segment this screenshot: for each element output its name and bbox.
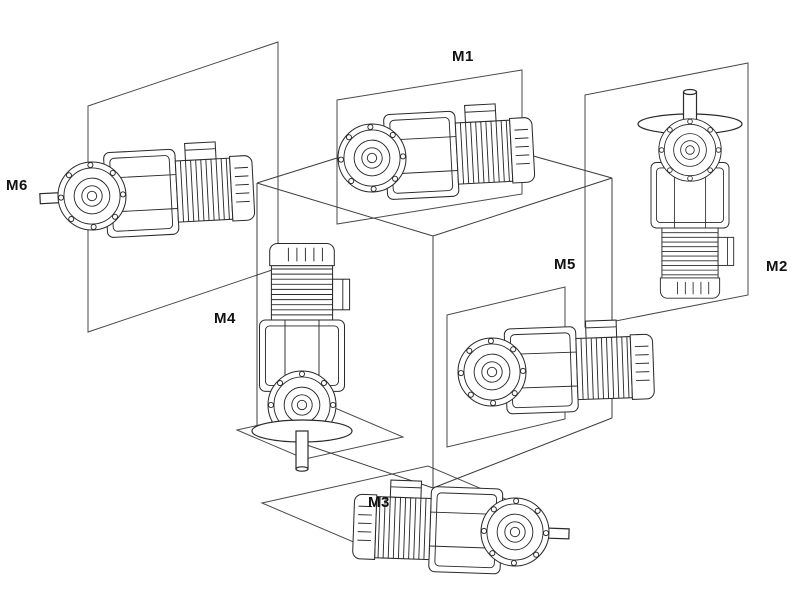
gearmotor-m5 — [455, 318, 656, 417]
gearmotor-m3 — [351, 478, 570, 577]
label-m3: M3 — [368, 494, 390, 511]
label-m4: M4 — [214, 310, 236, 327]
panel-m1 — [336, 69, 523, 225]
gearmotor-m2 — [637, 88, 743, 299]
label-m2: M2 — [766, 258, 788, 275]
label-m1: M1 — [452, 48, 474, 65]
panel-m5 — [446, 286, 566, 448]
gearmotor-m1 — [335, 101, 537, 203]
label-m6: M6 — [6, 177, 28, 194]
label-m5: M5 — [554, 256, 576, 273]
gearmotor-m4 — [251, 242, 353, 472]
gearmotor-m6 — [39, 139, 257, 241]
panel-m2 — [584, 62, 749, 328]
